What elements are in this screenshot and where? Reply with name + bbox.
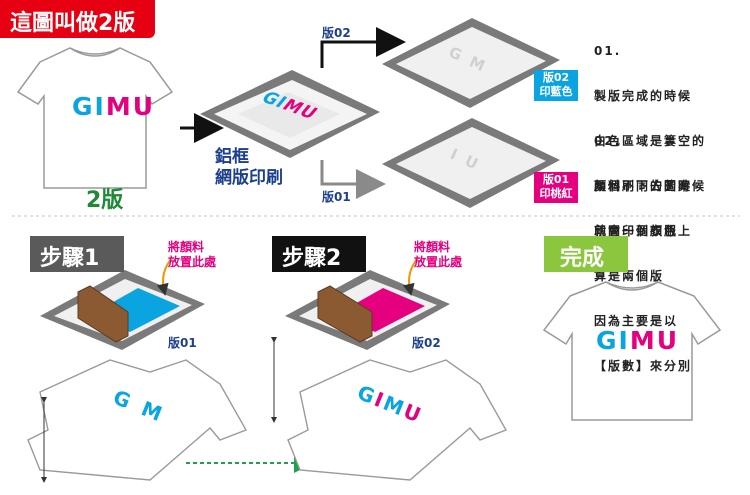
step1-title: 步驟1 (40, 246, 100, 271)
badge-line: 版02 (542, 71, 570, 84)
step1-scene (27, 257, 248, 483)
title-badge: 這圖叫做2版 (0, 0, 155, 38)
logo-letter: M (105, 92, 133, 121)
plates-count-label: 2版 (86, 188, 124, 213)
logo-letter: I (618, 326, 630, 355)
done-badge: 完成 (544, 236, 628, 272)
frame-label-2: 網版印刷 (215, 168, 283, 188)
ink-note-line: 將顏料 (168, 240, 205, 254)
plate-01-badge: 版01 印桃紅 (534, 172, 578, 203)
note-line: 顏料刷下去的時候 (594, 179, 707, 193)
plate-02 (382, 18, 560, 108)
tshirt-done (542, 281, 722, 421)
badge-line: 版01 (542, 173, 570, 186)
note-line: 就會印到衣服上 (594, 224, 693, 238)
badge-line: 印藍色 (539, 85, 573, 98)
note-line: 印同一個顏色 (594, 224, 679, 238)
plate-02-badge: 版02 印藍色 (534, 70, 578, 101)
logo-letter: I (94, 92, 106, 121)
logo-letter: G (72, 92, 95, 121)
arrow-to-plate-01 (320, 160, 386, 199)
logo-letter: U (656, 326, 680, 355)
plate-01 (382, 118, 560, 208)
note-line: 白色區域是簍空的 (594, 134, 707, 148)
note-2: 02. 兩個不同的圖案 印同一個顏色 算是兩個版 因為主要是以 【版數】來分別 (594, 104, 692, 389)
ink-note-line: 放置此處 (168, 255, 217, 269)
note-line: 製版完成的時候 (594, 89, 693, 103)
logo-letter: U (132, 92, 156, 121)
step1-plate-label: 版01 (168, 336, 197, 350)
note-line: 算是兩個版 (594, 269, 665, 283)
title-text: 這圖叫做2版 (10, 11, 136, 36)
note-1: 01. 製版完成的時候 白色區域是簍空的 顏料刷下去的時候 就會印到衣服上 (594, 14, 706, 254)
top-shirt-logo: GIMU (72, 92, 155, 121)
step2-badge: 步驟2 (272, 236, 366, 272)
logo-letter: G (596, 326, 619, 355)
step2-title: 步驟2 (282, 246, 342, 271)
ink-note-line: 將顏料 (414, 240, 451, 254)
logo-letter: M (629, 326, 657, 355)
ink-note-line: 放置此處 (414, 255, 463, 269)
plate-01-label: 版01 (322, 190, 351, 204)
note-line: 因為主要是以 (594, 314, 679, 328)
aluminum-frame (200, 70, 380, 158)
done-shirt-logo: GIMU (596, 326, 679, 355)
note-line: 【版數】來分別 (594, 359, 693, 373)
tshirt-top (16, 47, 174, 189)
note-line: 02. (594, 134, 622, 148)
note-line: 01. (594, 44, 622, 58)
done-title: 完成 (560, 246, 605, 271)
frame-label-1: 鋁框 (215, 147, 249, 167)
note-line: 兩個不同的圖案 (594, 179, 693, 193)
arrow-to-plate-02 (320, 27, 406, 68)
badge-line: 印桃紅 (539, 187, 573, 200)
step1-ink-note: 將顏料 放置此處 (168, 240, 216, 270)
step2-plate-label: 版02 (412, 336, 441, 350)
step2-ink-note: 將顏料 放置此處 (414, 240, 462, 270)
plate-02-label: 版02 (322, 26, 351, 40)
step2-scene (271, 257, 508, 481)
step1-badge: 步驟1 (30, 236, 124, 272)
